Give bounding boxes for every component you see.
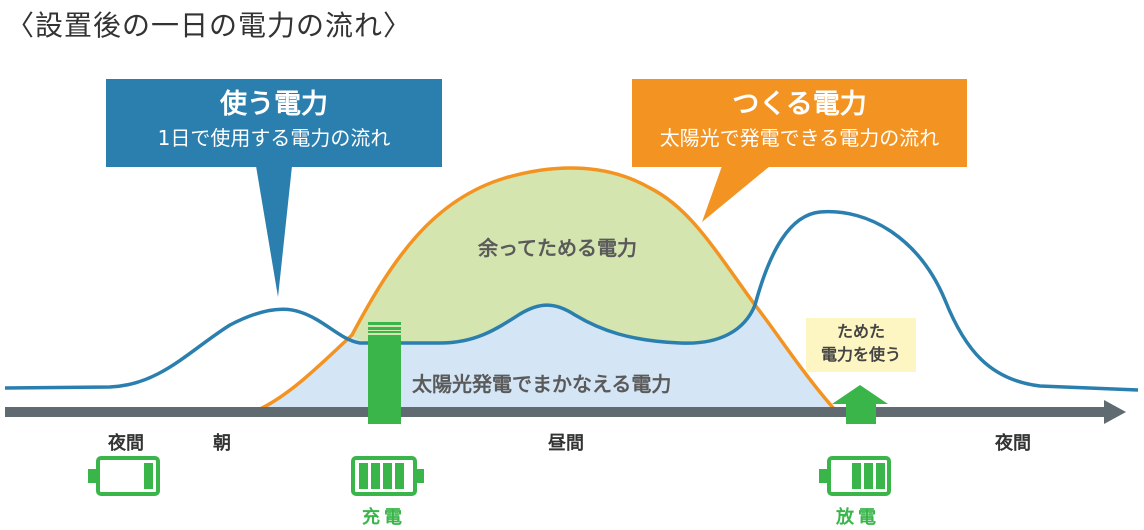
battery-discharging-icon [819, 456, 891, 496]
make-power-title: つくる電力 [732, 89, 867, 120]
time-axis-arrowhead [1104, 400, 1126, 424]
charging-bar-stripe [368, 322, 401, 325]
discharge-arrow-icon [832, 385, 888, 424]
usage-curve [4, 209, 1139, 392]
stored-power-line2: 電力を使う [820, 345, 901, 364]
page-title: 〈設置後の一日の電力の流れ〉 [6, 9, 413, 42]
charging-bar-stripe [368, 327, 401, 330]
use-power-callout: 使う電力 1日で使用する電力の流れ [106, 79, 442, 167]
time-label-daytime: 昼間 [548, 433, 584, 454]
use-power-title: 使う電力 [220, 89, 328, 120]
make-power-callout: つくる電力 太陽光で発電できる電力の流れ [632, 79, 967, 167]
solar-covered-area-label: 太陽光発電でまかなえる電力 [412, 372, 672, 396]
time-axis [5, 407, 1105, 417]
battery-charging-icon [351, 456, 424, 496]
stored-power-line1: ためた [836, 322, 885, 341]
time-label-night-start: 夜間 [108, 433, 144, 454]
charge-label: 充電 [362, 507, 406, 528]
time-label-morning: 朝 [213, 433, 231, 454]
charging-bar-stripe [368, 331, 401, 333]
stored-power-note: ためた 電力を使う [806, 318, 916, 372]
time-label-night-end: 夜間 [995, 433, 1031, 454]
surplus-area-label: 余ってためる電力 [478, 236, 637, 260]
generation-curve [257, 166, 837, 412]
discharge-label: 放電 [836, 507, 880, 528]
make-power-callout-pointer [702, 166, 770, 222]
use-power-callout-pointer [256, 166, 292, 297]
battery-low-icon [88, 456, 160, 496]
use-power-subtitle: 1日で使用する電力の流れ [157, 126, 391, 150]
solar-covered-area [258, 305, 835, 410]
charging-bar [368, 335, 401, 424]
make-power-subtitle: 太陽光で発電できる電力の流れ [659, 126, 940, 150]
surplus-area [352, 167, 755, 344]
